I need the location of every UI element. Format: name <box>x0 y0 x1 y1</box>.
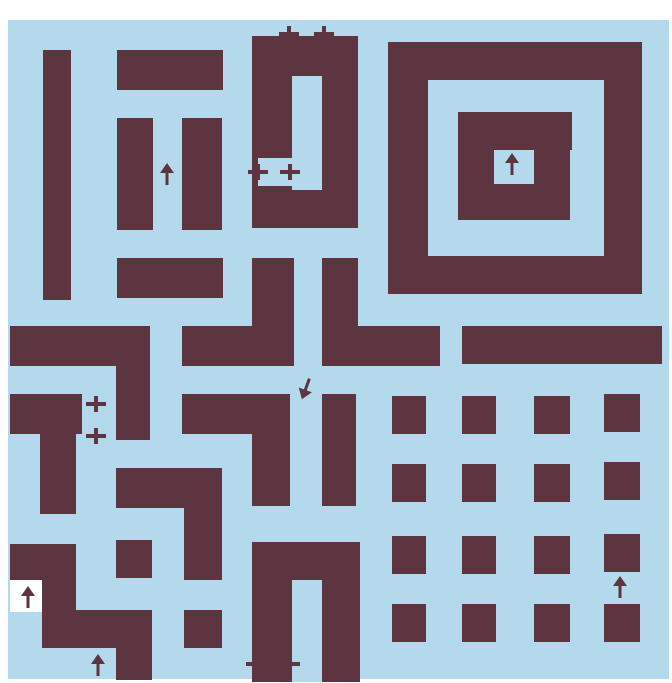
maze-wall <box>392 604 426 642</box>
maze-wall <box>40 394 76 514</box>
maze-wall <box>117 258 223 298</box>
arrow-head <box>505 153 519 163</box>
maze-wall <box>534 112 570 220</box>
maze-wall <box>534 604 570 642</box>
arrow-head <box>160 163 174 173</box>
maze-wall <box>534 536 570 574</box>
maze-walls <box>10 36 662 682</box>
maze-wall <box>534 464 570 502</box>
arrow-up-spiral-center <box>505 153 519 175</box>
arrow-head <box>613 576 627 586</box>
maze-wall <box>534 396 570 434</box>
maze-wall <box>182 118 222 230</box>
maze-wall <box>604 534 640 572</box>
arrow-up-left-column <box>160 163 174 185</box>
maze-wall <box>322 326 440 366</box>
maze-wall <box>462 536 496 574</box>
maze-wall <box>43 190 71 300</box>
maze-wall <box>392 536 426 574</box>
arrow-up-bottom-left <box>91 654 105 676</box>
maze-wall <box>252 190 358 228</box>
maze-wall <box>392 464 426 502</box>
maze-wall <box>462 396 496 434</box>
maze-wall <box>604 462 640 500</box>
maze-wall <box>604 604 640 642</box>
maze-wall <box>392 396 426 434</box>
maze-wall <box>462 326 662 364</box>
maze-wall <box>184 468 222 580</box>
maze-wall <box>322 542 360 682</box>
maze-wall <box>117 118 153 230</box>
maze-wall <box>604 394 640 432</box>
maze-wall <box>462 464 496 502</box>
arrow-up-grid-right <box>613 576 627 598</box>
maze-wall <box>322 394 356 506</box>
maze-opening <box>292 580 322 682</box>
maze-wall <box>184 610 222 648</box>
maze-wall <box>604 42 642 294</box>
maze-wall <box>116 540 152 578</box>
maze-wall <box>43 50 71 202</box>
arrow-head <box>295 387 312 401</box>
maze-wall <box>116 610 152 680</box>
maze-wall <box>182 326 294 366</box>
maze-wall <box>252 394 290 506</box>
maze-wall <box>117 50 223 90</box>
arrow-down-center <box>295 376 316 401</box>
maze-wall <box>388 256 642 294</box>
arrow-head <box>91 654 105 664</box>
maze-wall <box>116 326 150 440</box>
maze-wall <box>462 604 496 642</box>
